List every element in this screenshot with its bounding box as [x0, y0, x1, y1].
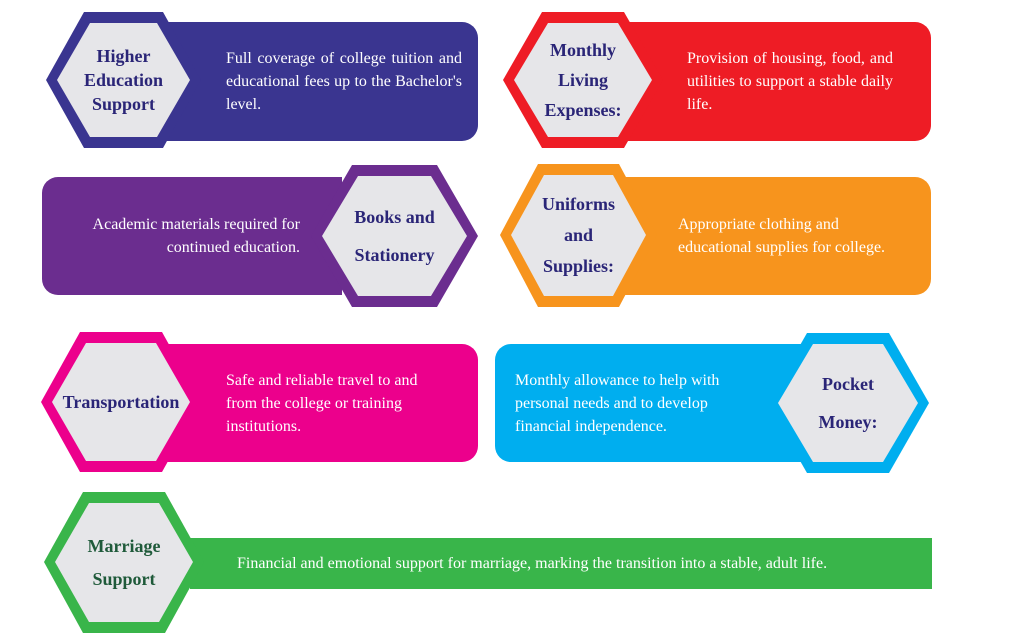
description-text: Academic materials required for continue…: [92, 216, 300, 256]
title-text: Uniforms and Supplies:: [542, 194, 615, 276]
description-bar: Full coverage of college tuition and edu…: [160, 22, 478, 141]
title-hexagon: Marriage Support: [44, 492, 204, 633]
description-text: Full coverage of college tuition and edu…: [226, 50, 462, 113]
hexagon-shape: [311, 165, 478, 307]
hexagon-shape: [46, 12, 201, 148]
title-text: Marriage Support: [87, 535, 161, 589]
description-bar: Academic materials required for continue…: [42, 177, 342, 295]
title-hexagon: Monthly Living Expenses:: [503, 12, 663, 148]
hexagon-shape: [44, 492, 204, 633]
hexagon-shape: [503, 12, 663, 148]
title-text: Monthly Living Expenses:: [544, 40, 622, 120]
title-text: Books and Stationery: [354, 207, 435, 265]
title-hexagon: Pocket Money:: [767, 333, 929, 473]
title-text: Transportation: [62, 392, 180, 412]
title-hexagon: Higher Education Support: [46, 12, 201, 148]
description-text: Monthly allowance to help with personal …: [515, 371, 720, 435]
hexagon-shape: [500, 164, 657, 307]
hexagon-shape: [767, 333, 929, 473]
description-bar: Appropriate clothing and educational sup…: [618, 177, 931, 295]
title-text: Higher Education Support: [83, 46, 164, 114]
title-text: Pocket Money:: [818, 374, 878, 432]
description-text: Financial and emotional support for marr…: [237, 555, 828, 572]
description-text: Appropriate clothing and educational sup…: [678, 216, 886, 256]
description-text: Safe and reliable travel to and from the…: [226, 371, 418, 435]
description-bar: Safe and reliable travel to and from the…: [162, 344, 478, 462]
description-bar: Provision of housing, food, and utilitie…: [625, 22, 931, 141]
title-hexagon: Transportation: [41, 332, 201, 472]
title-hexagon: Uniforms and Supplies:: [500, 164, 657, 307]
description-bar: Monthly allowance to help with personal …: [495, 344, 807, 462]
description-bar: Financial and emotional support for marr…: [190, 538, 932, 589]
hexagon-shape: [41, 332, 201, 472]
title-hexagon: Books and Stationery: [311, 165, 478, 307]
description-text: Provision of housing, food, and utilitie…: [687, 50, 893, 113]
